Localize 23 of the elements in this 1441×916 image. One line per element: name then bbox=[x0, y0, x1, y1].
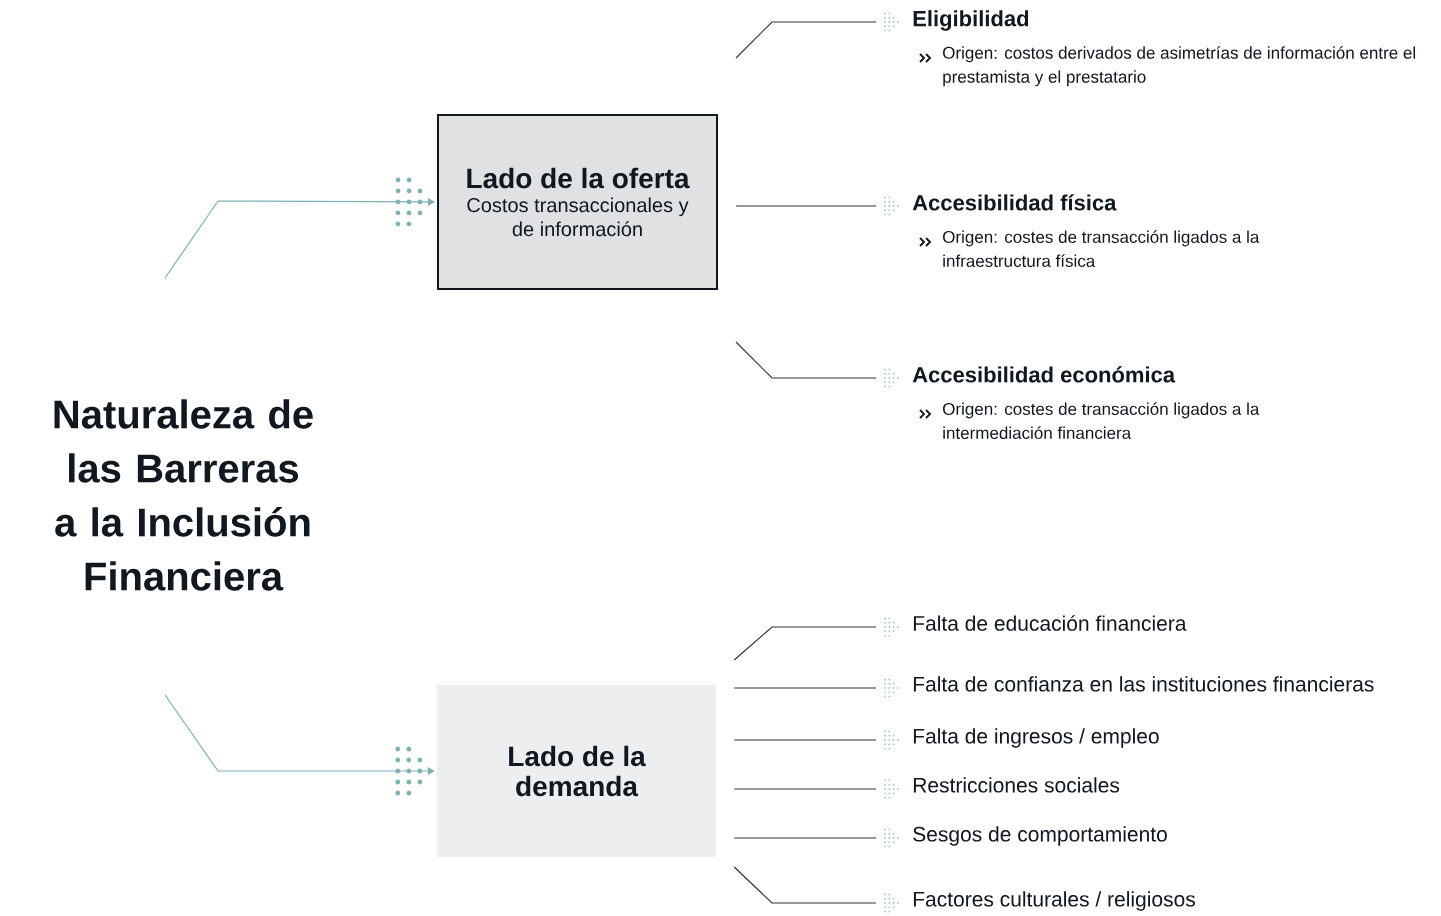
title-text: Naturaleza de las Barreras a la Inclusión Financiera bbox=[54, 399, 313, 591]
connector bbox=[164, 694, 435, 796]
connector bbox=[733, 626, 877, 661]
barrier-item: Restricciones sociales bbox=[913, 777, 1120, 793]
category-box: Lado de la demanda bbox=[437, 685, 716, 857]
connector bbox=[735, 205, 877, 207]
connector bbox=[733, 866, 877, 904]
barrier-item: Falta de confianza en las instituciones financieras bbox=[913, 676, 1374, 692]
barrier-item: Sesgos de comportamiento bbox=[913, 826, 1167, 846]
barrier-item: Falta de educación financiera bbox=[913, 615, 1187, 631]
connector bbox=[164, 177, 435, 279]
barrier-item: Accesibilidad económica Origen: costes de transacción ligados a la intermediación financiera bbox=[912, 366, 1260, 439]
barrier-item: Factores culturales / religiosos bbox=[913, 891, 1195, 911]
barrier-item: Eligibilidad Origen: costos derivados de asimetrías de información entre el prestamista y el prestatario bbox=[913, 10, 1415, 87]
barrier-item: Falta de ingresos / empleo bbox=[913, 728, 1159, 748]
connector bbox=[735, 21, 877, 59]
connector bbox=[733, 788, 877, 790]
connector bbox=[733, 687, 877, 689]
connector bbox=[733, 837, 877, 839]
barrier-item: Accesibilidad física Origen: costes de transacción ligados a la infraestructura física bbox=[912, 194, 1260, 267]
category-box: Lado de la oferta Costos transaccionales y de información bbox=[437, 114, 718, 290]
connector bbox=[735, 341, 877, 379]
connector bbox=[733, 739, 877, 741]
